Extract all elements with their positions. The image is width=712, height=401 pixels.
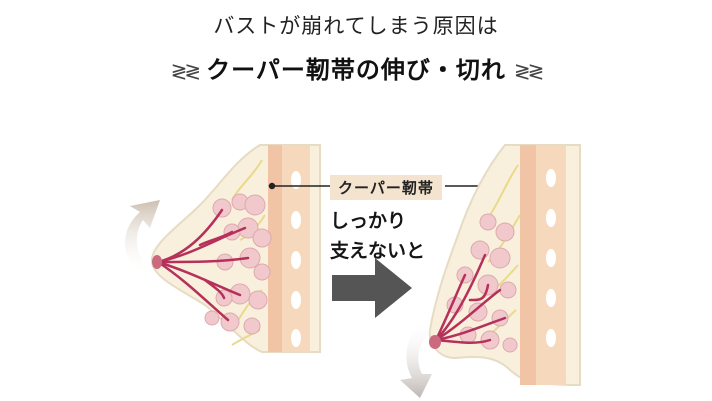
squiggle-right-icon: ≷≷ xyxy=(513,59,544,83)
sagging-rib-ovals xyxy=(546,169,556,347)
firm-fat-lobes xyxy=(204,193,272,335)
squiggle-left-icon: ≷≷ xyxy=(170,59,201,83)
headline-text: クーパー靭帯の伸び・切れ xyxy=(206,56,506,84)
caption-line-1: しっかり xyxy=(330,210,407,232)
headline: ≷≷クーパー靭帯の伸び・切れ≷≷ xyxy=(0,50,712,85)
firm-milk-ducts xyxy=(156,208,250,322)
sagging-milk-ducts xyxy=(434,253,507,344)
sagging-breast-illustration xyxy=(428,144,581,387)
sag-arrow-icon xyxy=(400,320,432,398)
firm-nipple xyxy=(152,255,162,269)
firm-rib-ovals xyxy=(291,171,301,347)
caption: しっかり 支えないと xyxy=(330,206,425,266)
firm-breast-illustration xyxy=(150,144,321,353)
sagging-nipple xyxy=(429,335,441,349)
subtitle: バストが崩れてしまう原因は xyxy=(213,14,499,38)
transition-arrow-icon xyxy=(332,258,412,318)
lift-arrow-icon xyxy=(125,200,160,275)
caption-line-2: 支えないと xyxy=(330,240,426,262)
ligament-label: クーパー靭帯 xyxy=(330,175,442,200)
